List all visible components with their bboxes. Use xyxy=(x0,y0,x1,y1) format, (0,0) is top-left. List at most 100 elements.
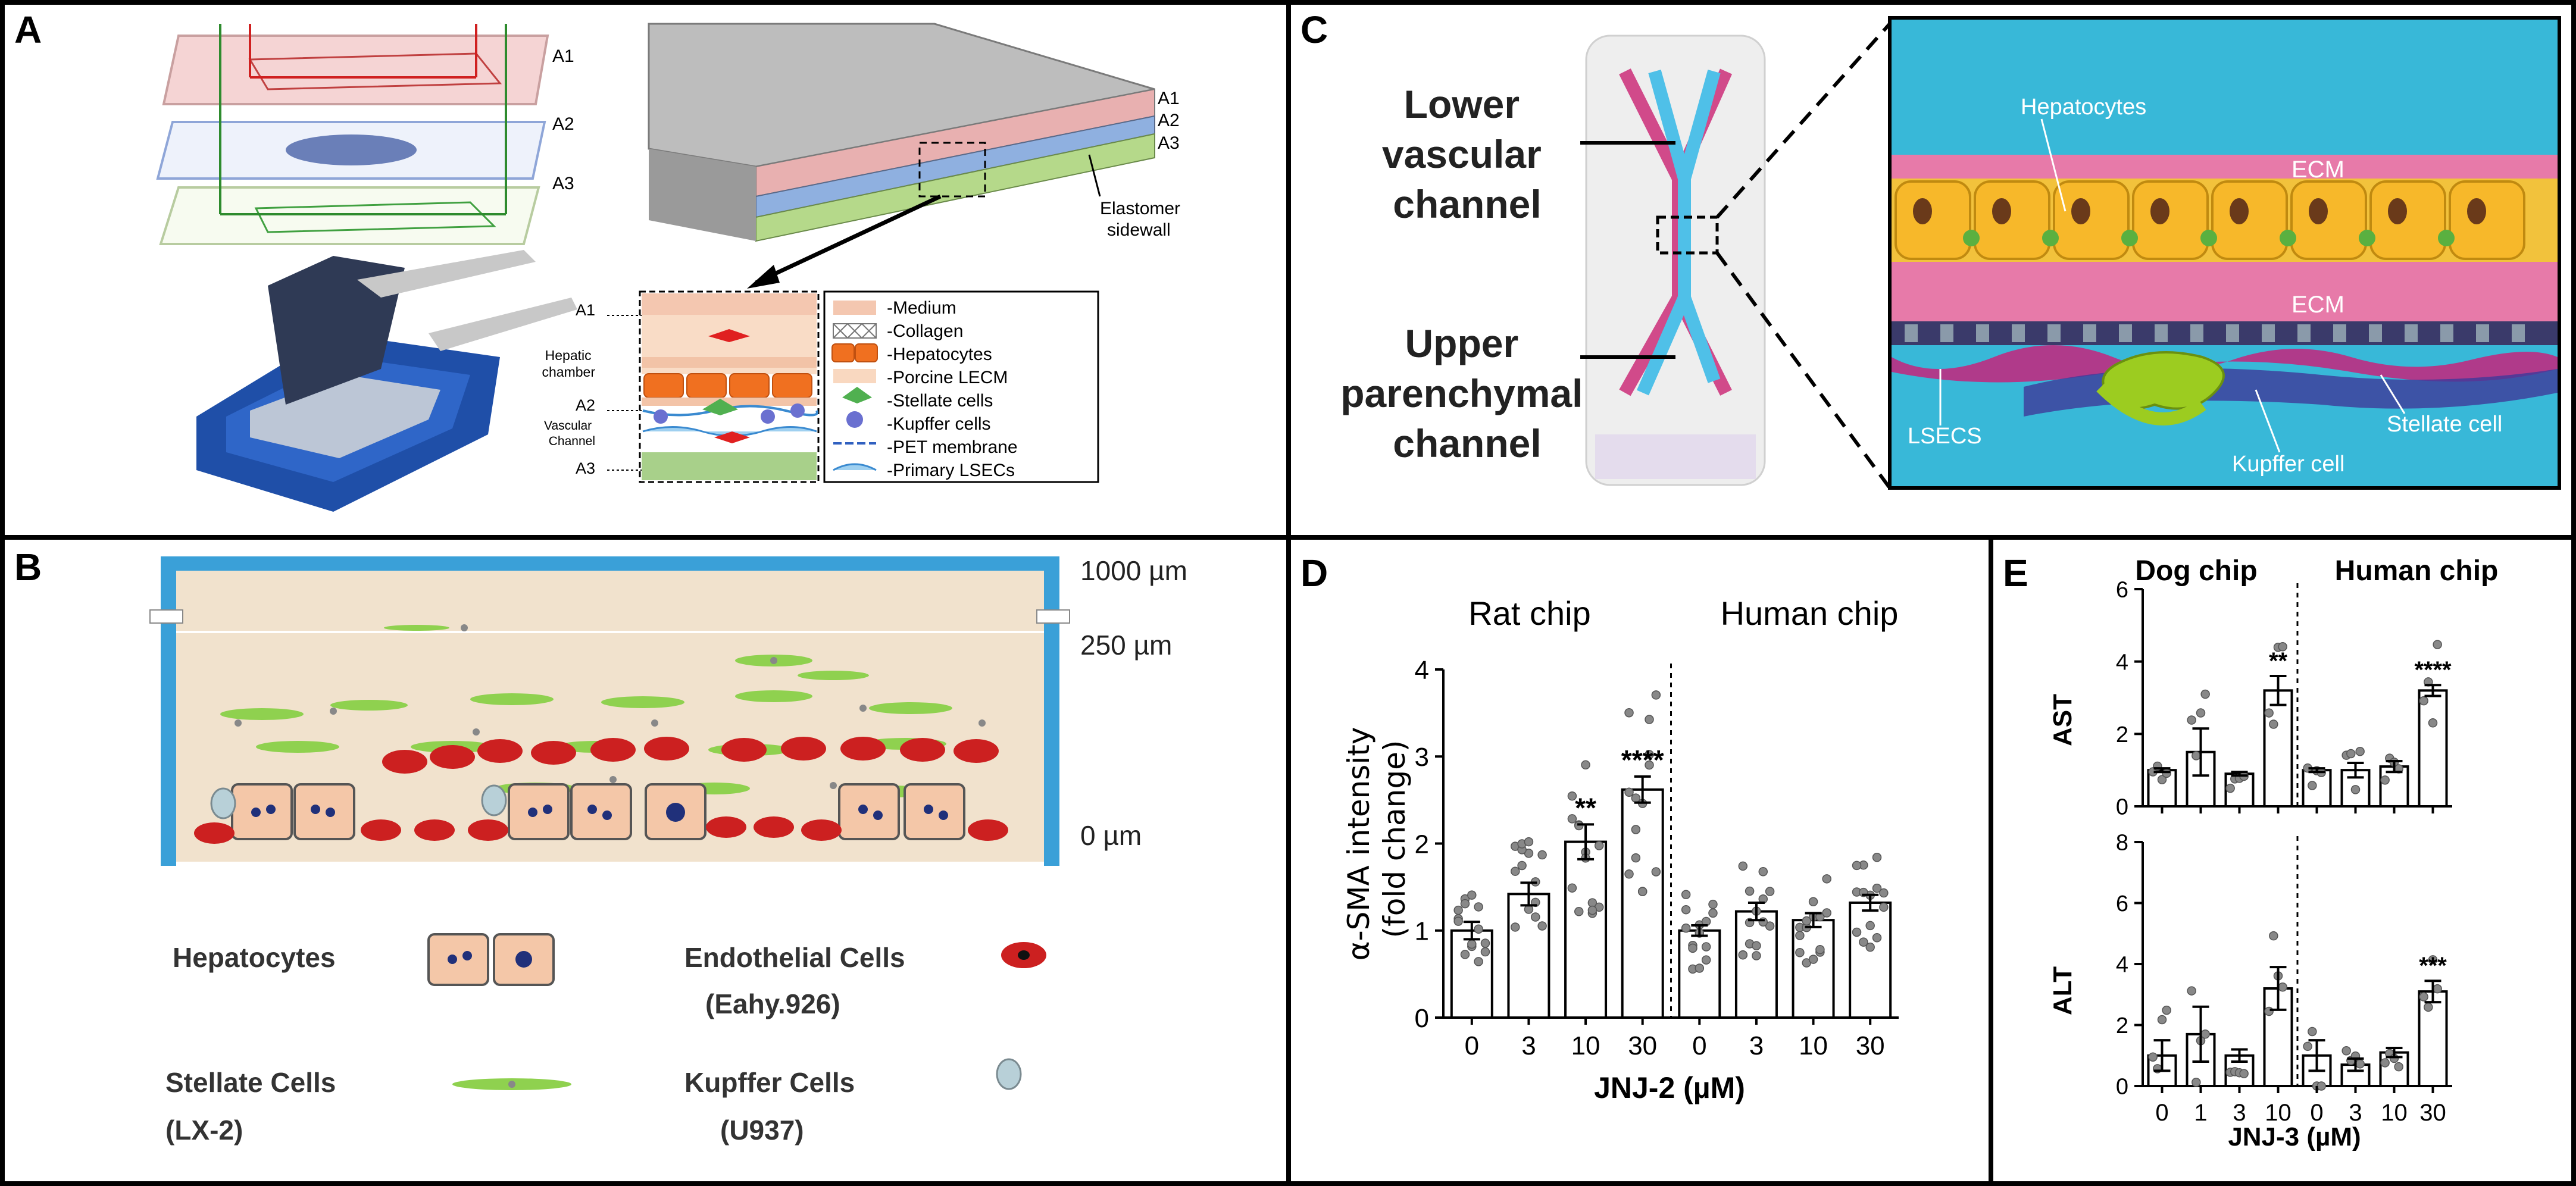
e-alt-xtick-label-5: 3 xyxy=(2349,1100,2362,1126)
c-label-ecm-top: ECM xyxy=(2291,157,2344,183)
cs-hepatic-line-2: chamber xyxy=(542,364,596,380)
b-legend-hepatocytes: Hepatocytes xyxy=(173,942,336,973)
d-point-4-5 xyxy=(1681,923,1691,933)
d-point-4-0 xyxy=(1681,905,1691,915)
d-ytick-label-4: 4 xyxy=(1415,656,1429,685)
d-point-2-12 xyxy=(1581,760,1590,770)
e-ast-point-1-1 xyxy=(2192,751,2201,761)
d-point-4-12 xyxy=(1695,963,1705,973)
e-alt-point-4-3 xyxy=(2316,1081,2326,1091)
d-point-7-9 xyxy=(1879,902,1889,912)
d-ytick-label-3: 3 xyxy=(1415,743,1429,772)
chip-3d-view: A1 A2 A3 Elastomer sidewall xyxy=(648,23,1180,289)
cs-label-a3: A3 xyxy=(576,459,595,477)
e-alt-point-7-1 xyxy=(2424,1002,2433,1012)
e-alt-point-1-0 xyxy=(2187,986,2196,996)
e-ast-bar-3 xyxy=(2263,689,2293,808)
d-point-1-5 xyxy=(1511,922,1520,932)
d-point-1-12 xyxy=(1524,837,1534,847)
d-point-5-9 xyxy=(1765,887,1775,896)
e-ast-point-5-3 xyxy=(2355,746,2365,756)
e-ast-point-1-0 xyxy=(2187,715,2196,725)
cs-vascular-line-1: Vascular xyxy=(544,419,592,433)
e-alt-ytick-label-4: 8 xyxy=(2116,831,2128,856)
e-alt-point-1-1 xyxy=(2192,1078,2201,1087)
d-point-3-6 xyxy=(1631,825,1641,834)
d-bar-4 xyxy=(1678,929,1721,1019)
d-xtick-label-5: 3 xyxy=(1749,1031,1764,1060)
e-xlabel: JNJ-3 (µM) xyxy=(2228,1122,2361,1151)
channel-a3 xyxy=(254,201,496,233)
e-ast-point-6-0 xyxy=(2380,775,2390,785)
b-hepatocyte-nuclei xyxy=(251,803,948,822)
d-point-0-3 xyxy=(1474,957,1483,966)
d-point-1-1 xyxy=(1517,860,1527,871)
e-alt-xtick-label-4: 0 xyxy=(2310,1100,2323,1126)
d-xtick-label-7: 30 xyxy=(1856,1031,1885,1060)
c-upper-channel-label: Upper parenchymal channel xyxy=(1340,321,1594,465)
b-kupffer-line-1: Kupffer Cells xyxy=(684,1067,855,1098)
d-ytick-label-1: 1 xyxy=(1415,917,1429,946)
d-point-3-3 xyxy=(1645,760,1654,770)
d-ytick-label-2: 2 xyxy=(1415,830,1429,859)
legend-a-hepatocytes: -Hepatocytes xyxy=(887,345,992,364)
c-lower-line-2: vascular xyxy=(1382,132,1542,176)
e-ast-point-0-3 xyxy=(2162,768,2171,778)
e-alt-ytick-label-3: 6 xyxy=(2116,891,2128,916)
d-group-label-human: Human chip xyxy=(1721,594,1899,632)
e-alt-point-6-0 xyxy=(2380,1058,2390,1068)
d-xtick-label-0: 0 xyxy=(1465,1031,1479,1060)
cs-label-a2: A2 xyxy=(576,396,595,414)
d-point-6-2 xyxy=(1808,897,1818,907)
d-point-4-10 xyxy=(1681,890,1691,900)
flow-arrows xyxy=(219,24,507,215)
d-point-0-11 xyxy=(1460,899,1470,909)
elastomer-line-2: sidewall xyxy=(1107,220,1171,240)
d-point-2-10 xyxy=(1567,791,1577,801)
legend-a-collagen: -Collagen xyxy=(887,321,963,341)
cs-hepatic-line-1: Hepatic xyxy=(545,348,592,363)
e-alt-point-3-0 xyxy=(2264,1006,2274,1016)
c-label-hepatocytes: Hepatocytes xyxy=(2021,95,2146,120)
d-point-2-13 xyxy=(1587,905,1598,915)
e-ast-point-7-3 xyxy=(2433,640,2442,649)
d-point-2-0 xyxy=(1567,883,1577,893)
panel-e-letter: E xyxy=(2003,552,2028,594)
b-inlet-right xyxy=(1036,609,1070,624)
layer-a1 xyxy=(162,35,549,105)
b-stellate-line-1: Stellate Cells xyxy=(165,1067,336,1098)
layer-label-a3: A3 xyxy=(552,174,574,193)
d-point-6-9 xyxy=(1822,908,1831,918)
e-ast-ytick-label-1: 2 xyxy=(2116,722,2128,747)
d-point-0-5 xyxy=(1453,905,1463,915)
cs-label-hepatic: Hepatic chamber xyxy=(542,348,596,380)
d-point-7-2 xyxy=(1865,921,1875,931)
e-ast-point-3-0 xyxy=(2264,708,2274,718)
e-alt-ytick-label-2: 4 xyxy=(2116,953,2128,978)
d-bar-7 xyxy=(1849,901,1892,1019)
b-legend: Hepatocytes Endothelial Cells (Eahy.926)… xyxy=(165,933,1046,1146)
d-point-3-13 xyxy=(1645,715,1654,724)
b-legend-kupffer: Kupffer Cells (U937) xyxy=(684,1067,862,1146)
c-label-lsecs: LSECS xyxy=(1908,424,1982,449)
d-point-0-4 xyxy=(1480,947,1490,957)
e-alt-point-5-3 xyxy=(2355,1059,2365,1069)
b-legend-stellate: Stellate Cells (LX-2) xyxy=(165,1067,343,1146)
b-depth-250: 250 µm xyxy=(1080,630,1172,661)
b-kupffer-cells xyxy=(210,784,507,819)
e-alt-point-5-0 xyxy=(2341,1046,2351,1056)
panel-a: A1 A2 A3 A1 A2 A3 Ela xyxy=(156,23,1180,512)
b-depth-0: 0 µm xyxy=(1080,820,1142,851)
e-alt-xtick-label-7: 30 xyxy=(2419,1100,2446,1126)
legend-a-stellate: -Stellate cells xyxy=(887,391,993,411)
d-point-2-5 xyxy=(1567,814,1577,824)
panel-d: Rat chip Human chip α-SMA intensity (fol… xyxy=(1342,594,1899,1104)
e-alt-point-4-1 xyxy=(2308,1027,2317,1037)
e-ast-point-7-0 xyxy=(2419,696,2428,706)
c-leader-lines xyxy=(1580,23,1892,489)
d-point-7-8 xyxy=(1872,933,1882,943)
d-point-6-11 xyxy=(1802,916,1811,926)
d-point-5-5 xyxy=(1738,861,1748,871)
c-hepatocyte-cells xyxy=(1895,180,2525,260)
